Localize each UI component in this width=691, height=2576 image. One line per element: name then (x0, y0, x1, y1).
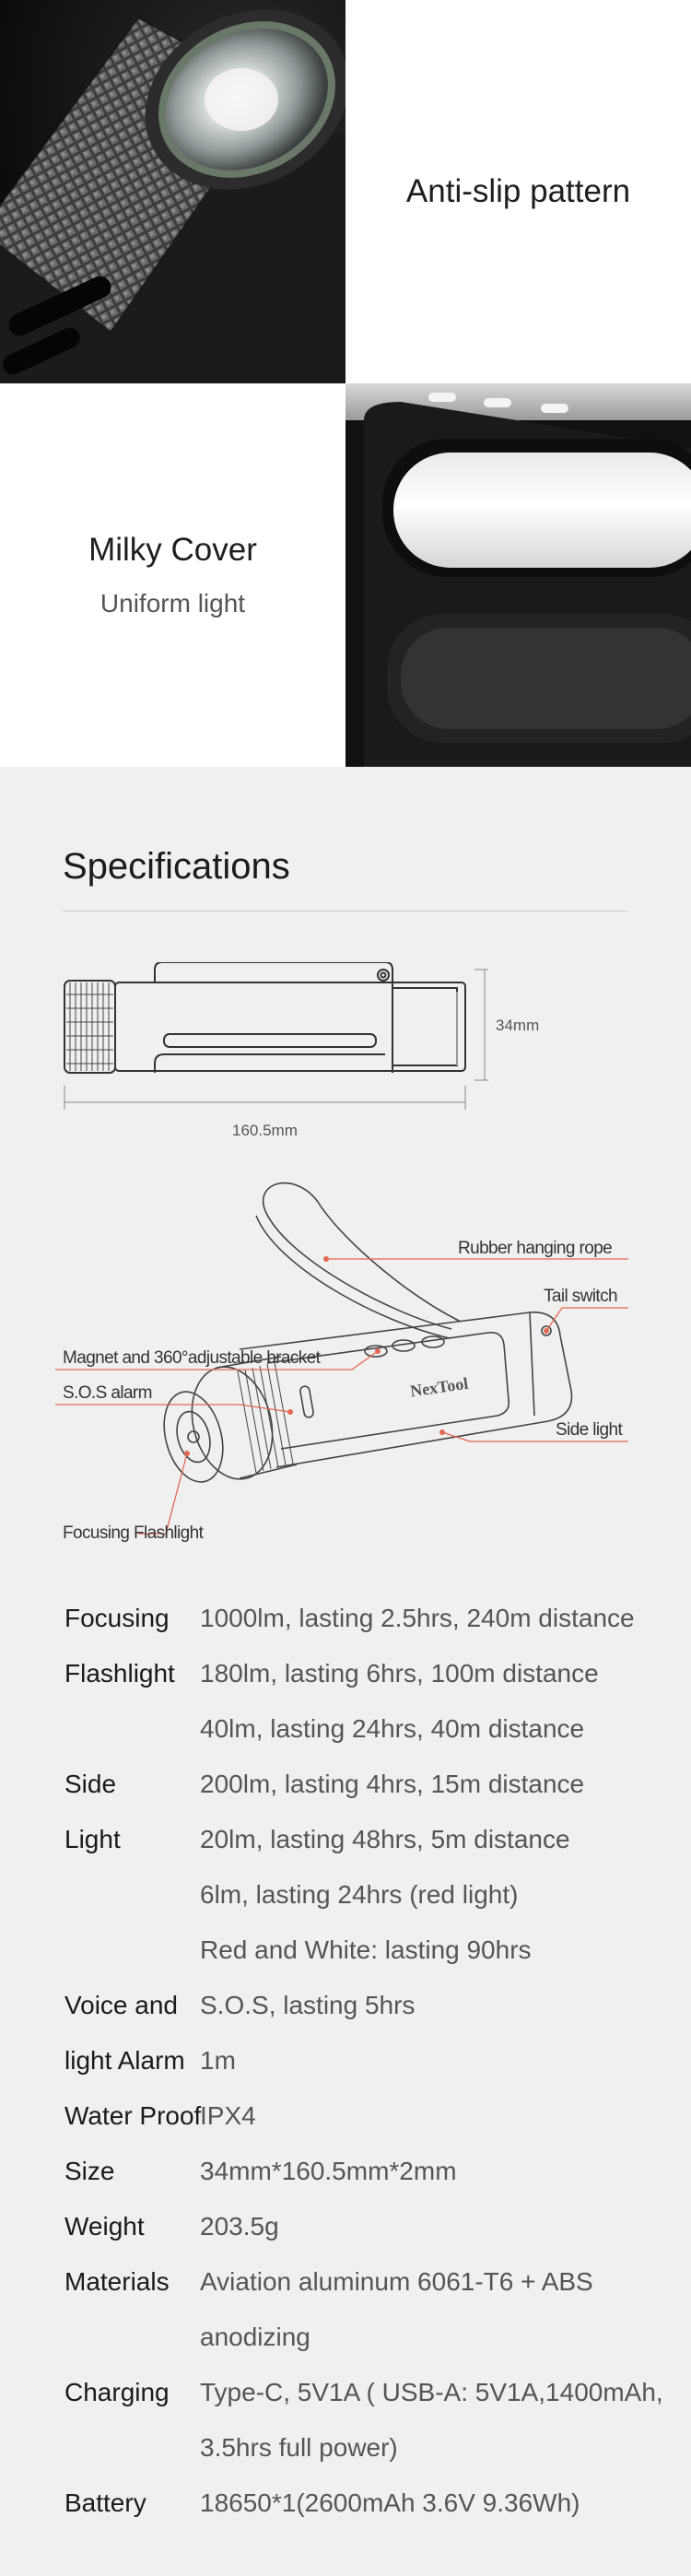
label-focusing-flashlight: Focusing Flashlight (63, 1523, 205, 1543)
spec-value: 200lm, lasting 4hrs, 15m distance (200, 1770, 585, 1798)
spec-key: Focusing (64, 1604, 170, 1632)
length-dimension-label: 160.5mm (232, 1122, 298, 1139)
spec-value: 18650*1(2600mAh 3.6V 9.36Wh) (200, 2488, 580, 2517)
spec-value: S.O.S, lasting 5hrs (200, 1991, 416, 2019)
spec-value: 40lm, lasting 24hrs, 40m distance (200, 1714, 585, 1743)
spec-key: Size (64, 2157, 115, 2185)
spec-key: Weight (64, 2212, 145, 2241)
feature-subtitle: Uniform light (100, 589, 246, 618)
spec-row: Flashlight 180lm, lasting 6hrs, 100m dist… (64, 1650, 654, 1705)
feature-title: Milky Cover (88, 532, 257, 568)
spec-key: Light (64, 1825, 121, 1853)
specifications-section: Specifications (0, 767, 691, 2576)
label-tail-switch: Tail switch (544, 1287, 617, 1306)
feature-row-anti-slip: Anti-slip pattern (0, 0, 691, 383)
spec-key: Materials (64, 2267, 170, 2296)
spec-row: anodizing (64, 2313, 654, 2369)
label-side-light: Side light (556, 1420, 623, 1440)
spec-row: Voice and S.O.S, lasting 5hrs (64, 1982, 654, 2037)
spec-value: 3.5hrs full power) (200, 2433, 398, 2462)
milky-cover-photo (346, 383, 691, 767)
spec-row: Light 20lm, lasting 48hrs, 5m distance (64, 1816, 654, 1871)
spec-value: 6lm, lasting 24hrs (red light) (200, 1880, 519, 1909)
spec-key: Flashlight (64, 1659, 175, 1688)
spec-row: 40lm, lasting 24hrs, 40m distance (64, 1705, 654, 1760)
spec-row: Weight 203.5g (64, 2203, 654, 2258)
spec-value: 1000lm, lasting 2.5hrs, 240m distance (200, 1604, 635, 1632)
spec-row: Focusing 1000lm, lasting 2.5hrs, 240m dis… (64, 1594, 654, 1650)
feature-title: Anti-slip pattern (405, 173, 631, 209)
spec-row: Size 34mm*160.5mm*2mm (64, 2147, 654, 2203)
spec-row: Red and White: lasting 90hrs (64, 1926, 654, 1982)
spec-key: Side (64, 1770, 117, 1798)
spec-value: Aviation aluminum 6061-T6 + ABS (200, 2267, 593, 2296)
spec-value: 180lm, lasting 6hrs, 100m distance (200, 1659, 599, 1688)
spec-row: light Alarm 1m (64, 2037, 654, 2092)
spec-key: Battery (64, 2488, 146, 2517)
spec-key: Water Proof (64, 2101, 202, 2130)
spec-row: 6lm, lasting 24hrs (red light) (64, 1871, 654, 1926)
height-dimension-label: 34mm (496, 1017, 539, 1034)
spec-table: Focusing 1000lm, lasting 2.5hrs, 240m dis… (64, 1594, 663, 2535)
parts-diagram: NexTool Rubber hanging rope Tail switch … (55, 1182, 628, 1543)
knurled-head-photo (0, 0, 346, 383)
specifications-heading: Specifications (63, 846, 290, 887)
label-magnet-bracket: Magnet and 360°adjustable bracket (63, 1348, 322, 1368)
spec-value: Red and White: lasting 90hrs (200, 1935, 532, 1964)
spec-key: Charging (64, 2378, 170, 2406)
spec-key: Voice and (64, 1991, 178, 2019)
milky-cover-caption: Milky Cover Uniform light (0, 383, 346, 767)
spec-key: light Alarm (64, 2046, 185, 2075)
label-rubber-rope: Rubber hanging rope (458, 1239, 612, 1258)
anti-slip-caption: Anti-slip pattern (346, 0, 691, 383)
spec-row: 3.5hrs full power) (64, 2424, 654, 2479)
spec-row: Charging Type-C, 5V1A ( USB-A: 5V1A,1400m… (64, 2369, 663, 2424)
spec-value: 1m (200, 2046, 236, 2075)
spec-value: Type-C, 5V1A ( USB-A: 5V1A,1400mAh, (200, 2378, 663, 2406)
label-sos-alarm: S.O.S alarm (63, 1383, 152, 1403)
dimension-drawing: 34mm 160.5mm (64, 962, 539, 1139)
spec-value: IPX4 (200, 2101, 256, 2130)
brand-mark: NexTool (409, 1374, 470, 1401)
spec-value: 203.5g (200, 2212, 279, 2241)
spec-row: Materials Aviation aluminum 6061-T6 + ABS (64, 2258, 654, 2313)
spec-value: 34mm*160.5mm*2mm (200, 2157, 457, 2185)
spec-row: Side 200lm, lasting 4hrs, 15m distance (64, 1760, 654, 1816)
spec-row: Battery 18650*1(2600mAh 3.6V 9.36Wh) (64, 2479, 654, 2535)
divider (63, 911, 627, 912)
spec-value: 20lm, lasting 48hrs, 5m distance (200, 1825, 570, 1853)
feature-row-milky-cover: Milky Cover Uniform light (0, 383, 691, 767)
spec-value: anodizing (200, 2323, 310, 2351)
